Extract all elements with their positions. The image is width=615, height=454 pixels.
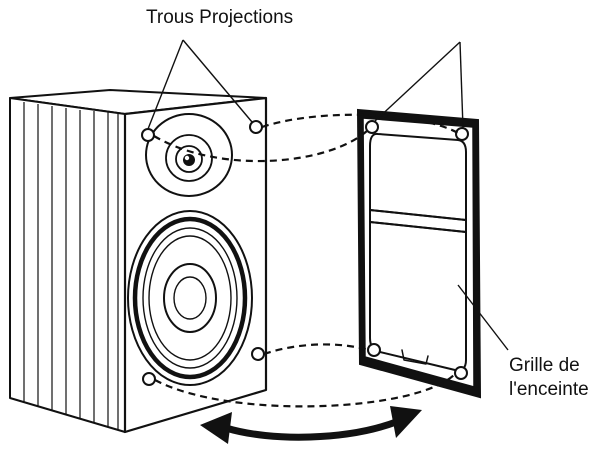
callout-holes-right <box>182 39 253 123</box>
arrowhead-left <box>200 412 232 444</box>
cabinet-side-hatch <box>23 102 119 429</box>
label-trous-projections: Trous Projections <box>146 7 294 28</box>
callout-grille-label <box>457 284 509 351</box>
double-arrow-shaft <box>224 418 398 441</box>
callout-lines <box>147 39 509 351</box>
label-grille-enceinte: Grille de l'enceinte <box>509 354 589 402</box>
double-arrow <box>200 406 422 444</box>
woofer <box>127 210 253 386</box>
label-grille-line2: l'enceinte <box>509 379 589 400</box>
dashed-path-bottom-left <box>263 343 370 356</box>
callout-grille-right <box>459 41 464 129</box>
dashed-path-bottom-right <box>154 372 457 408</box>
grille-inner-face <box>362 117 475 388</box>
dashed-path-top-left <box>153 129 369 163</box>
speaker-cabinet <box>9 89 268 434</box>
connection-paths <box>153 113 459 408</box>
grille-bottom-tab <box>401 349 429 365</box>
speaker-grille <box>356 108 482 399</box>
tweeter <box>145 113 233 197</box>
dashed-path-top-right <box>261 113 459 134</box>
callout-holes-left <box>147 39 184 130</box>
label-grille-line1: Grille de <box>509 355 580 376</box>
callout-grille-left <box>374 41 461 122</box>
cabinet-projections <box>141 120 265 386</box>
grille-holes <box>365 120 469 380</box>
arrowhead-right <box>390 406 422 438</box>
